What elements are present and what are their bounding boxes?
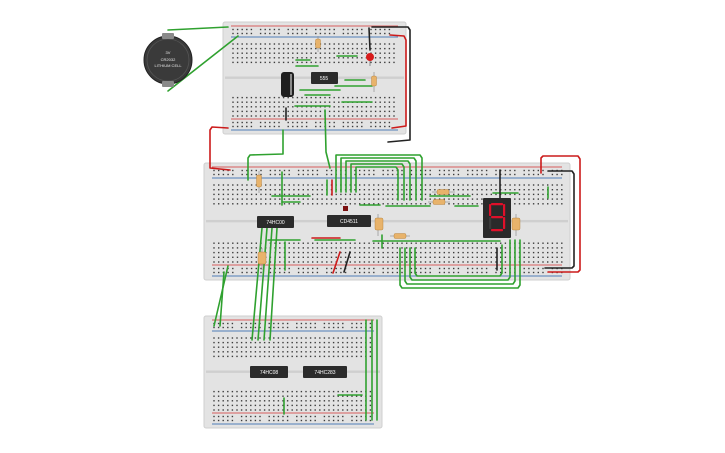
jumper-wire[interactable] [343, 251, 351, 273]
power-wire-red[interactable] [540, 155, 581, 273]
bridge-wire-green[interactable] [213, 265, 229, 327]
bridge-wire-green[interactable] [247, 129, 284, 181]
battery-label-line: CR2032 [161, 57, 176, 62]
resistor[interactable] [511, 214, 521, 236]
jumper-wire[interactable] [332, 251, 341, 274]
chip-label: CD4511 [340, 219, 358, 225]
chip-555[interactable]: 555 [311, 72, 338, 84]
chip-label: 555 [320, 76, 329, 82]
resistor[interactable] [315, 36, 321, 52]
bridge-wire-green[interactable] [257, 227, 268, 341]
battery-lead-wire[interactable] [167, 35, 239, 92]
small-component[interactable] [343, 206, 348, 211]
resistor[interactable] [428, 199, 450, 205]
bridge-wire-green[interactable] [219, 271, 225, 327]
bus-wire[interactable] [404, 239, 516, 285]
bridge-wire-green[interactable] [324, 109, 331, 169]
seven-segment-display[interactable] [483, 198, 511, 238]
segment-f [489, 204, 492, 216]
battery-label-line: LITHIUM CELL [154, 63, 182, 68]
coin-cell-battery[interactable]: 3V CR2032 LITHIUM CELL [143, 33, 193, 87]
electrolytic-capacitor[interactable] [281, 72, 294, 97]
components: 3V CR2032 LITHIUM CELL 555 [143, 33, 521, 378]
bus-wire[interactable] [409, 239, 511, 281]
chip-cd4511[interactable]: CD4511 [327, 215, 371, 227]
segment-e [489, 217, 492, 229]
bus-wire[interactable] [340, 157, 417, 201]
center-trench [206, 219, 568, 223]
resistor[interactable] [256, 171, 262, 193]
bridge-wire-red[interactable] [209, 126, 231, 171]
power-wire-black[interactable] [371, 26, 411, 143]
resistor[interactable] [390, 233, 410, 239]
power-wire-red[interactable] [389, 34, 407, 129]
chip-label: 74HC283 [314, 370, 335, 376]
segment-b [503, 204, 506, 216]
resistor[interactable] [432, 189, 455, 195]
bus-wire[interactable] [414, 244, 503, 277]
chip-74hc00[interactable]: 74HC00 [257, 216, 294, 228]
bridge-wire-green[interactable] [269, 227, 278, 341]
segment-a [491, 203, 503, 206]
display-digit [489, 203, 506, 232]
chip-label: 74HC00 [266, 220, 285, 226]
segment-c [503, 217, 506, 229]
resistor[interactable] [374, 214, 384, 236]
bus-wire[interactable] [350, 163, 405, 201]
battery-lead-wire[interactable] [167, 26, 229, 31]
bus-wire[interactable] [355, 166, 399, 201]
segment-d [491, 229, 503, 232]
chip-74hc08[interactable]: 74HC08 [250, 366, 288, 378]
jumper-wire[interactable] [368, 27, 371, 51]
jumper-wires [167, 26, 581, 421]
bus-wire[interactable] [399, 239, 521, 289]
breadboard-holes [213, 28, 563, 422]
bus-wire[interactable] [335, 154, 423, 201]
segment-g [491, 216, 503, 219]
battery-label-line: 3V [166, 50, 171, 55]
resistor[interactable] [257, 248, 267, 270]
led-red[interactable] [366, 53, 374, 66]
bus-wire[interactable] [345, 160, 411, 201]
chip-74hc283[interactable]: 74HC283 [303, 366, 347, 378]
bridge-wire-green[interactable] [263, 227, 273, 341]
bridge-wire-green[interactable] [251, 227, 263, 341]
chip-label: 74HC08 [260, 370, 279, 376]
power-wire-black[interactable] [544, 170, 575, 269]
resistor[interactable] [371, 72, 377, 92]
center-trench [206, 370, 380, 373]
